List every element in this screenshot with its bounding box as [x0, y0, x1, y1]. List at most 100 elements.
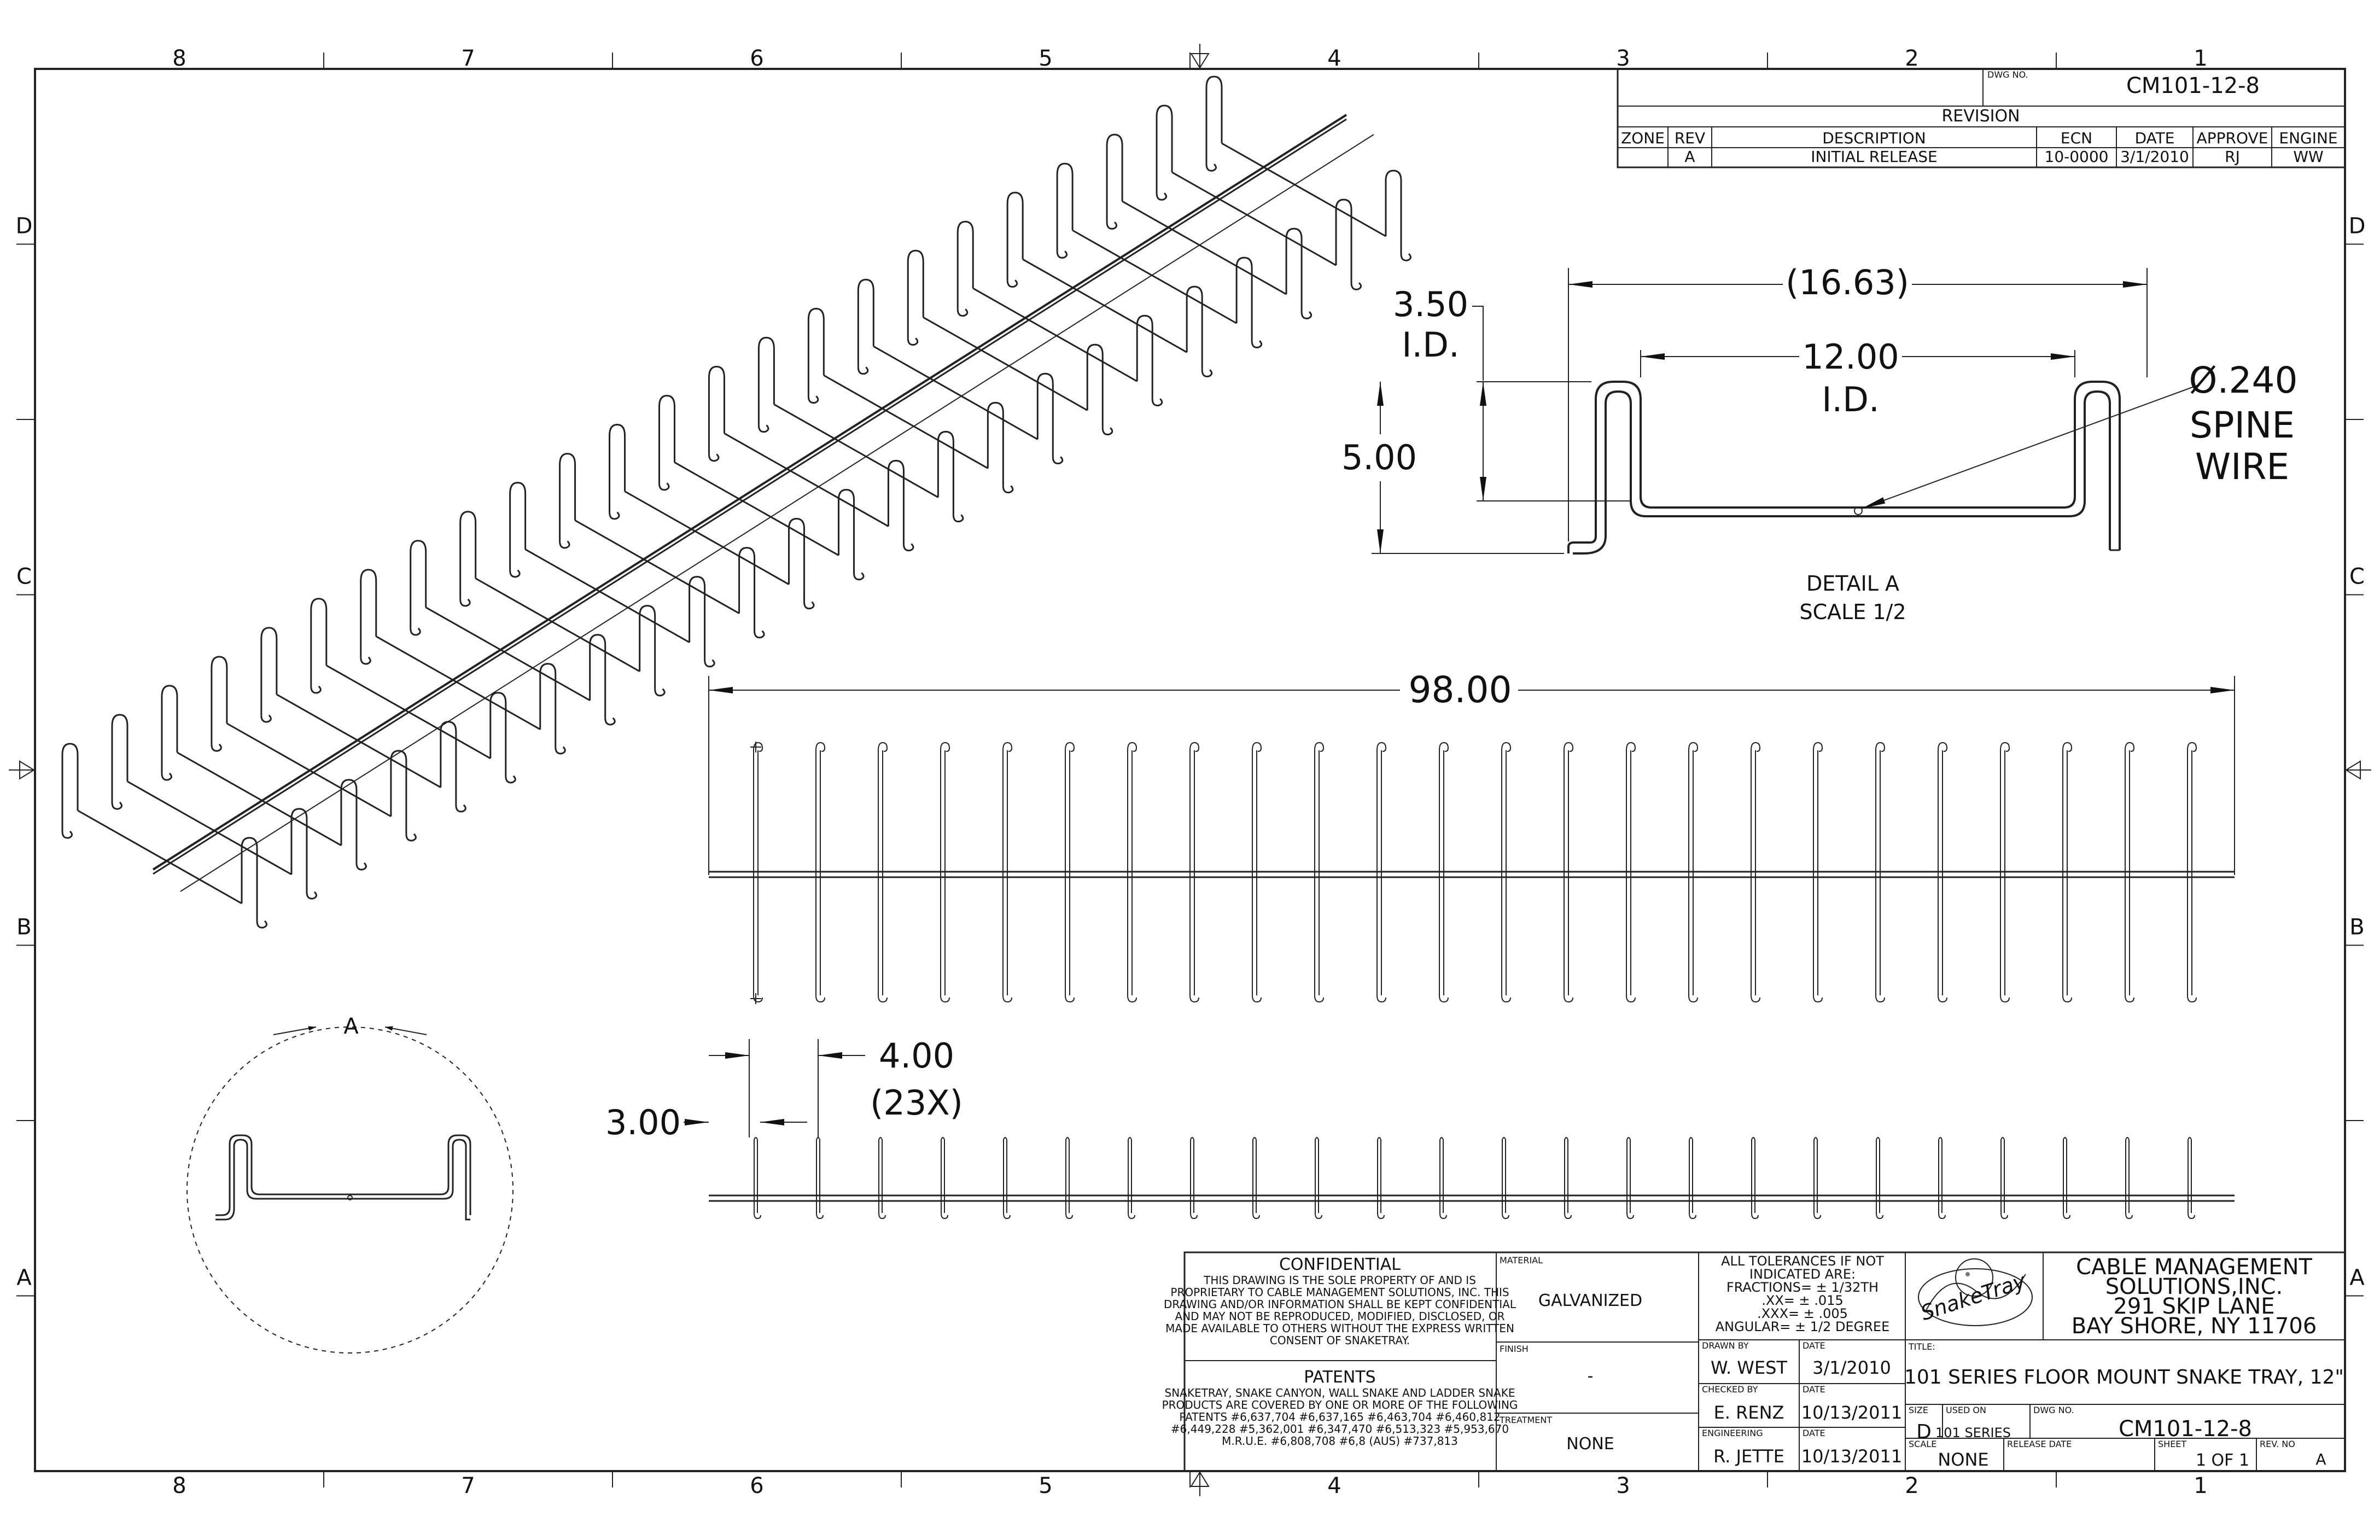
row-label: C [16, 564, 32, 590]
top-rung [1626, 742, 1636, 1003]
side-rung [1315, 1137, 1322, 1220]
company-line: BAY SHORE, NY 11706 [2072, 1314, 2317, 1339]
tolerance-line: ALL TOLERANCES IF NOT [1721, 1253, 1884, 1269]
iso-rung [757, 336, 964, 523]
revision-header: ECN [2061, 129, 2092, 147]
iso-rung [658, 394, 865, 581]
treatment-value: NONE [1566, 1434, 1614, 1454]
side-rung [1876, 1137, 1883, 1220]
side-rung [1377, 1137, 1385, 1220]
side-rung [1689, 1137, 1696, 1220]
revision-cell: 10-0000 [2045, 148, 2109, 166]
top-rung [2062, 742, 2073, 1003]
row-label: A [2349, 1265, 2365, 1291]
iso-spine-wire [152, 114, 1348, 871]
revision-cell: WW [2293, 148, 2323, 166]
title-block: CONFIDENTIAL THIS DRAWING IS THE SOLE PR… [1162, 1251, 2346, 1472]
top-rung [2187, 742, 2197, 1003]
top-rung [1065, 742, 1075, 1003]
dim-inside-width: 12.00 [1802, 337, 1899, 377]
detail-profile-inner [1573, 390, 2111, 555]
side-rung [2000, 1137, 2008, 1220]
side-rung [2125, 1137, 2133, 1220]
top-view-rungs [750, 742, 2197, 1004]
iso-rung [1056, 162, 1263, 348]
engineering-date: 10/13/2011 [1801, 1446, 1902, 1467]
column-label: 7 [461, 1473, 475, 1498]
column-label: 6 [750, 46, 763, 71]
spine-label-1: SPINE [2190, 404, 2295, 446]
top-rung [1875, 742, 1886, 1003]
scale-value: NONE [1938, 1449, 1988, 1470]
iso-rung [807, 307, 1014, 494]
tolerance-line: ANGULAR= ± 1/2 DEGREE [1716, 1319, 1890, 1334]
side-rung [1502, 1137, 1509, 1220]
size-value: D [1916, 1421, 1932, 1443]
column-label: 4 [1327, 46, 1341, 71]
top-rung [753, 742, 763, 1003]
column-label: 3 [1616, 46, 1630, 71]
drawing-title: 101 SERIES FLOOR MOUNT SNAKE TRAY, 12" [1904, 1366, 2344, 1389]
row-label: B [2349, 915, 2364, 940]
dim-overall-width: (16.63) [1786, 262, 1909, 302]
column-label: 2 [1905, 1473, 1918, 1498]
checked-date: 10/13/2011 [1801, 1402, 1902, 1423]
dim-offset: 3.00 [605, 1102, 681, 1142]
side-view-rungs [754, 1137, 2195, 1220]
detail-caption: DETAIL A [1806, 571, 1899, 596]
revision-header: DATE [2135, 129, 2175, 147]
revision-cell: A [1684, 148, 1695, 166]
patents-text: SNAKETRAY, SNAKE CANYON, WALL SNAKE AND … [1162, 1386, 1518, 1448]
iso-rung [161, 685, 367, 871]
rev-dwg-no-label: DWG NO. [1987, 69, 2028, 80]
revision-header: DESCRIPTION [1822, 129, 1926, 147]
iso-rung [111, 714, 317, 900]
column-label: 4 [1327, 1473, 1341, 1498]
column-label: 6 [750, 1473, 763, 1498]
column-label: 1 [2194, 1473, 2207, 1498]
top-rung [1439, 742, 1449, 1003]
finish-label: FINISH [1500, 1344, 1529, 1354]
side-view: 4.00 (23X) 3.00 [605, 1036, 2235, 1220]
iso-rung [410, 540, 616, 726]
treatment-label: TREATMENT [1499, 1415, 1552, 1425]
used-on-label: USED ON [1946, 1405, 1986, 1415]
section-callout: A [186, 1014, 514, 1354]
side-rung [816, 1137, 824, 1220]
column-label: 8 [172, 46, 186, 71]
side-rung [1190, 1137, 1198, 1220]
top-rung [1564, 742, 1574, 1003]
side-rung [1564, 1137, 1572, 1220]
top-rung [815, 742, 826, 1003]
iso-rung [260, 627, 466, 813]
iso-rung [509, 482, 715, 668]
iso-rung [559, 453, 765, 639]
dim-pitch-count: (23X) [870, 1083, 963, 1123]
detail-profile-outer [1567, 381, 2121, 553]
size-label: SIZE [1909, 1405, 1928, 1415]
top-rung [1002, 742, 1013, 1003]
release-date-label: RELEASE DATE [2007, 1439, 2072, 1449]
column-label: 2 [1905, 46, 1918, 71]
top-rung [1127, 742, 1138, 1003]
side-rung [2063, 1137, 2070, 1220]
iso-rung [1106, 133, 1312, 319]
column-label: 1 [2194, 46, 2207, 71]
top-rung [1751, 742, 1761, 1003]
detail-scale: SCALE 1/2 [1799, 600, 1906, 624]
top-rung [1501, 742, 1512, 1003]
side-rung [878, 1137, 886, 1220]
side-rung [754, 1137, 761, 1220]
spine-label-2: WIRE [2195, 446, 2289, 488]
dwg-no-value: CM101-12-8 [2119, 1416, 2252, 1442]
revision-header: REV [1675, 129, 1705, 147]
dwg-no-label: DWG NO. [2033, 1405, 2074, 1415]
spine-diameter: Ø.240 [2189, 359, 2298, 401]
material-label: MATERIAL [1500, 1255, 1543, 1265]
